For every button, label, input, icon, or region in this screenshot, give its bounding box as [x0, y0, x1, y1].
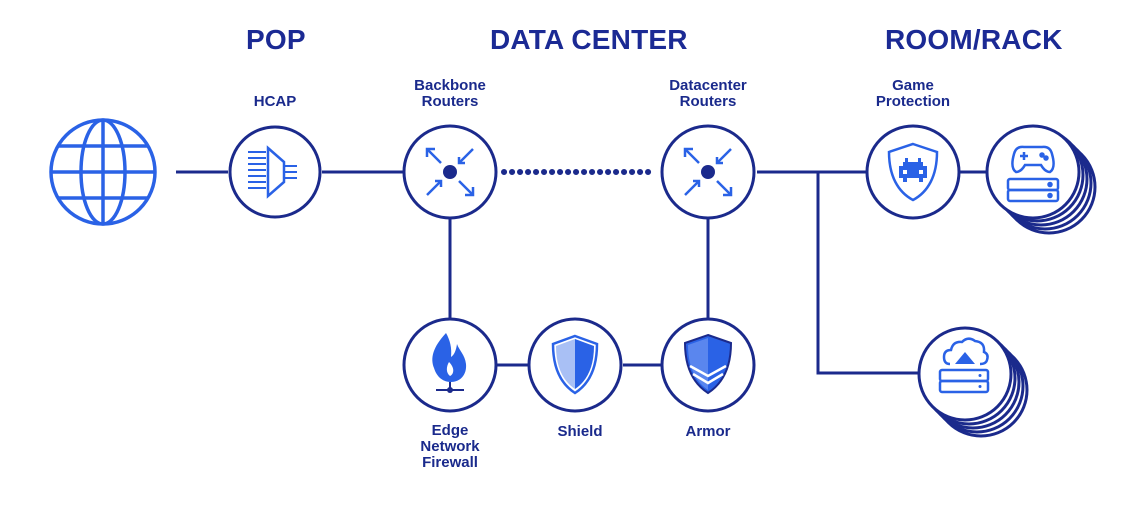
backbone-router-node [402, 124, 498, 220]
gamepad-server-icon [1006, 145, 1060, 203]
edge-firewall-node [402, 317, 498, 413]
armor-shield-icon [683, 333, 733, 395]
label-edge-network-firewall: Edge Network Firewall [420, 422, 480, 471]
space-invader-shield-icon [887, 142, 939, 202]
cloud-servers-stack [917, 326, 1029, 438]
router-icon [683, 147, 733, 197]
section-room-rack: ROOM/RACK [885, 24, 1063, 55]
label-backbone-routers: Backbone Routers [414, 77, 486, 110]
label-game-protection: Game Protection [875, 77, 951, 110]
router-icon [425, 147, 475, 197]
game-servers-stack [985, 124, 1097, 235]
game-protection-node [865, 124, 961, 220]
connection-lines [176, 170, 986, 375]
line-branch-cloud [816, 172, 920, 375]
globe-icon [49, 118, 157, 226]
datacenter-router-node [660, 124, 756, 220]
cloud-upload-server-icon [938, 337, 990, 394]
hcap-node [228, 125, 322, 219]
armor-node [660, 317, 756, 413]
label-shield: Shield [557, 423, 603, 440]
label-datacenter-routers: Datacenter Routers [669, 77, 747, 110]
shield-icon [551, 334, 599, 395]
shield-node [527, 317, 623, 413]
hcap-funnel-icon [248, 145, 297, 199]
section-data-center: DATA CENTER [490, 24, 688, 55]
flame-network-icon [432, 333, 467, 393]
label-armor: Armor [685, 423, 731, 440]
label-hcap: HCAP [253, 93, 297, 110]
section-pop: POP [246, 24, 306, 55]
